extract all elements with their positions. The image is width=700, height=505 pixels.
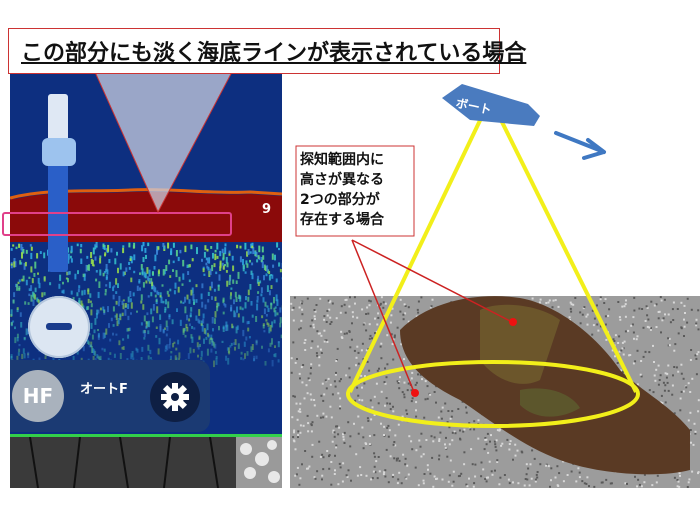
pointer-dot-1 (509, 318, 517, 326)
direction-arrow (556, 133, 604, 158)
annotation-text: 探知範囲内に 高さが異なる 2つの部分が 存在する場合 (300, 150, 420, 230)
pointer-dot-2 (411, 389, 419, 397)
